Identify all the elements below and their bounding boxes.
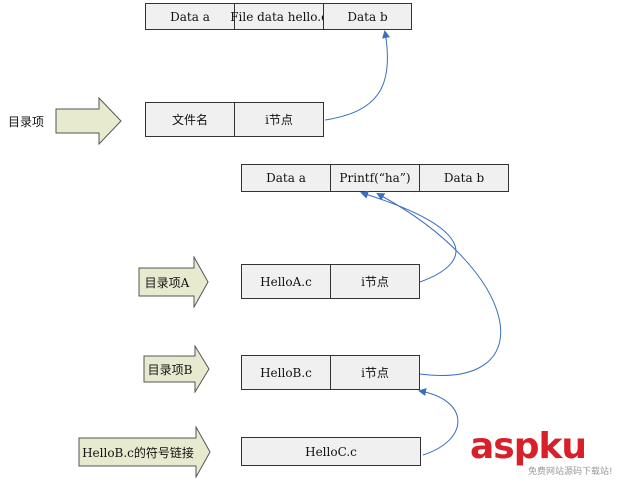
watermark-main: aspku xyxy=(470,426,587,467)
dir-entry-filename: 文件名 xyxy=(145,102,235,137)
row-a-arrow: 目录项A xyxy=(138,255,210,309)
dir-entry-label: 目录项 xyxy=(8,115,45,129)
row-c-arrow: HelloB.c的符号链接 xyxy=(78,425,212,479)
row-b-arrow: 目录项B xyxy=(143,344,211,394)
watermark-sub: 免费网站源码下载站! xyxy=(528,467,613,477)
block-arrow-icon xyxy=(143,344,210,394)
block-arrow-icon xyxy=(138,255,209,309)
link-inode-to-data-b xyxy=(324,30,390,121)
shared-block-printf: Printf(“ha”) xyxy=(330,164,420,192)
top-block-file-data: File data hello.c xyxy=(230,3,328,30)
top-block-data-a: Data a xyxy=(145,3,235,30)
row-c-filename: HelloC.c xyxy=(241,437,421,466)
watermark-logo: aspku 免费网站源码下载站! xyxy=(470,426,640,483)
link-row-b-to-printf xyxy=(376,193,502,376)
block-arrow-icon xyxy=(78,425,211,479)
dir-entry-inode: i节点 xyxy=(234,102,324,137)
link-row-c-to-row-b xyxy=(418,388,459,456)
shared-block-data-b: Data b xyxy=(419,164,509,192)
row-a-inode: i节点 xyxy=(330,264,420,299)
row-b-filename: HelloB.c xyxy=(241,355,331,390)
block-arrow-icon xyxy=(55,96,122,146)
dir-entry-arrow xyxy=(55,96,123,146)
top-block-data-b: Data b xyxy=(323,3,412,30)
row-a-label: 目录项A xyxy=(144,275,190,290)
row-c-label: HelloB.c的符号链接 xyxy=(82,445,194,460)
row-b-label: 目录项B xyxy=(147,362,193,377)
row-b-inode: i节点 xyxy=(330,355,420,390)
